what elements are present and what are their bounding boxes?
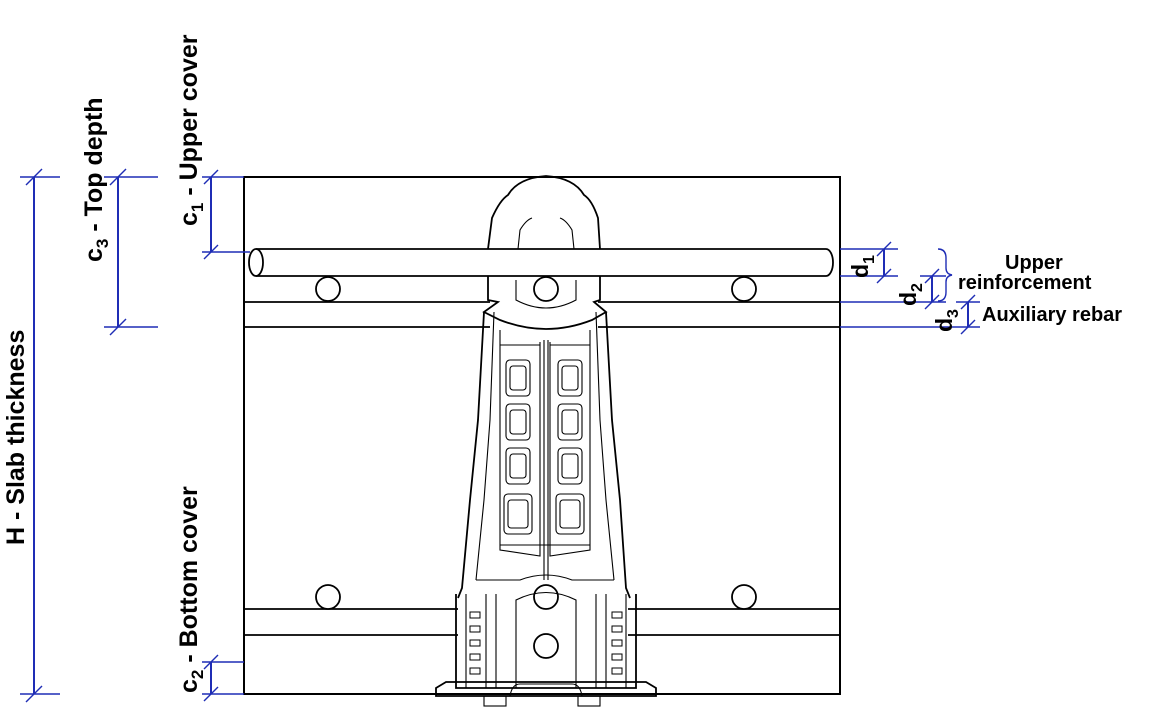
bottom-cover-text: - Bottom cover bbox=[175, 486, 203, 670]
d3-label: d3 bbox=[931, 309, 962, 332]
top-depth-text: - Top depth bbox=[80, 97, 108, 238]
upper-cover-text: - Upper cover bbox=[175, 34, 203, 202]
connector-base bbox=[435, 592, 657, 707]
slab-thickness-label: H - Slab thickness bbox=[2, 330, 30, 545]
auxiliary-rebar-label: Auxiliary rebar bbox=[982, 304, 1122, 326]
dim-d3 bbox=[840, 294, 980, 335]
transverse-rebars bbox=[315, 276, 757, 659]
dim-slab-thickness bbox=[20, 168, 60, 703]
upper-cover-label: c1 - Upper cover bbox=[175, 34, 207, 226]
bottom-cover-subscript: 2 bbox=[188, 670, 207, 679]
slab-outline bbox=[243, 176, 841, 695]
top-depth-letter: c bbox=[80, 248, 108, 262]
d2-letter: d bbox=[895, 292, 921, 306]
upper-reinforcement-bar bbox=[248, 248, 834, 277]
d3-letter: d bbox=[931, 318, 957, 332]
upper-reinforcement-label-line1: Upper bbox=[1005, 252, 1063, 274]
dim-bottom-cover bbox=[202, 654, 244, 702]
dim-d1 bbox=[840, 241, 898, 284]
upper-reinforcement-label-line2: reinforcement bbox=[958, 272, 1092, 294]
rebar-lines bbox=[244, 301, 840, 636]
d1-label: d1 bbox=[847, 255, 878, 278]
top-depth-subscript: 3 bbox=[93, 239, 112, 248]
upper-cover-subscript: 1 bbox=[188, 203, 207, 212]
connector-head bbox=[482, 175, 608, 330]
connector-body bbox=[457, 311, 631, 599]
upper-reinforcement-brace bbox=[937, 248, 953, 302]
dim-upper-cover bbox=[202, 169, 250, 260]
bottom-cover-letter: c bbox=[175, 679, 203, 693]
d2-label: d2 bbox=[895, 283, 926, 306]
d1-subscript: 1 bbox=[861, 255, 878, 264]
top-depth-label: c3 - Top depth bbox=[80, 97, 112, 262]
d3-subscript: 3 bbox=[945, 309, 962, 318]
dim-d2 bbox=[840, 268, 946, 310]
d1-letter: d bbox=[847, 264, 873, 278]
dim-top-depth bbox=[104, 168, 158, 336]
bottom-cover-label: c2 - Bottom cover bbox=[175, 486, 207, 693]
upper-cover-letter: c bbox=[175, 212, 203, 226]
d2-subscript: 2 bbox=[909, 283, 926, 292]
